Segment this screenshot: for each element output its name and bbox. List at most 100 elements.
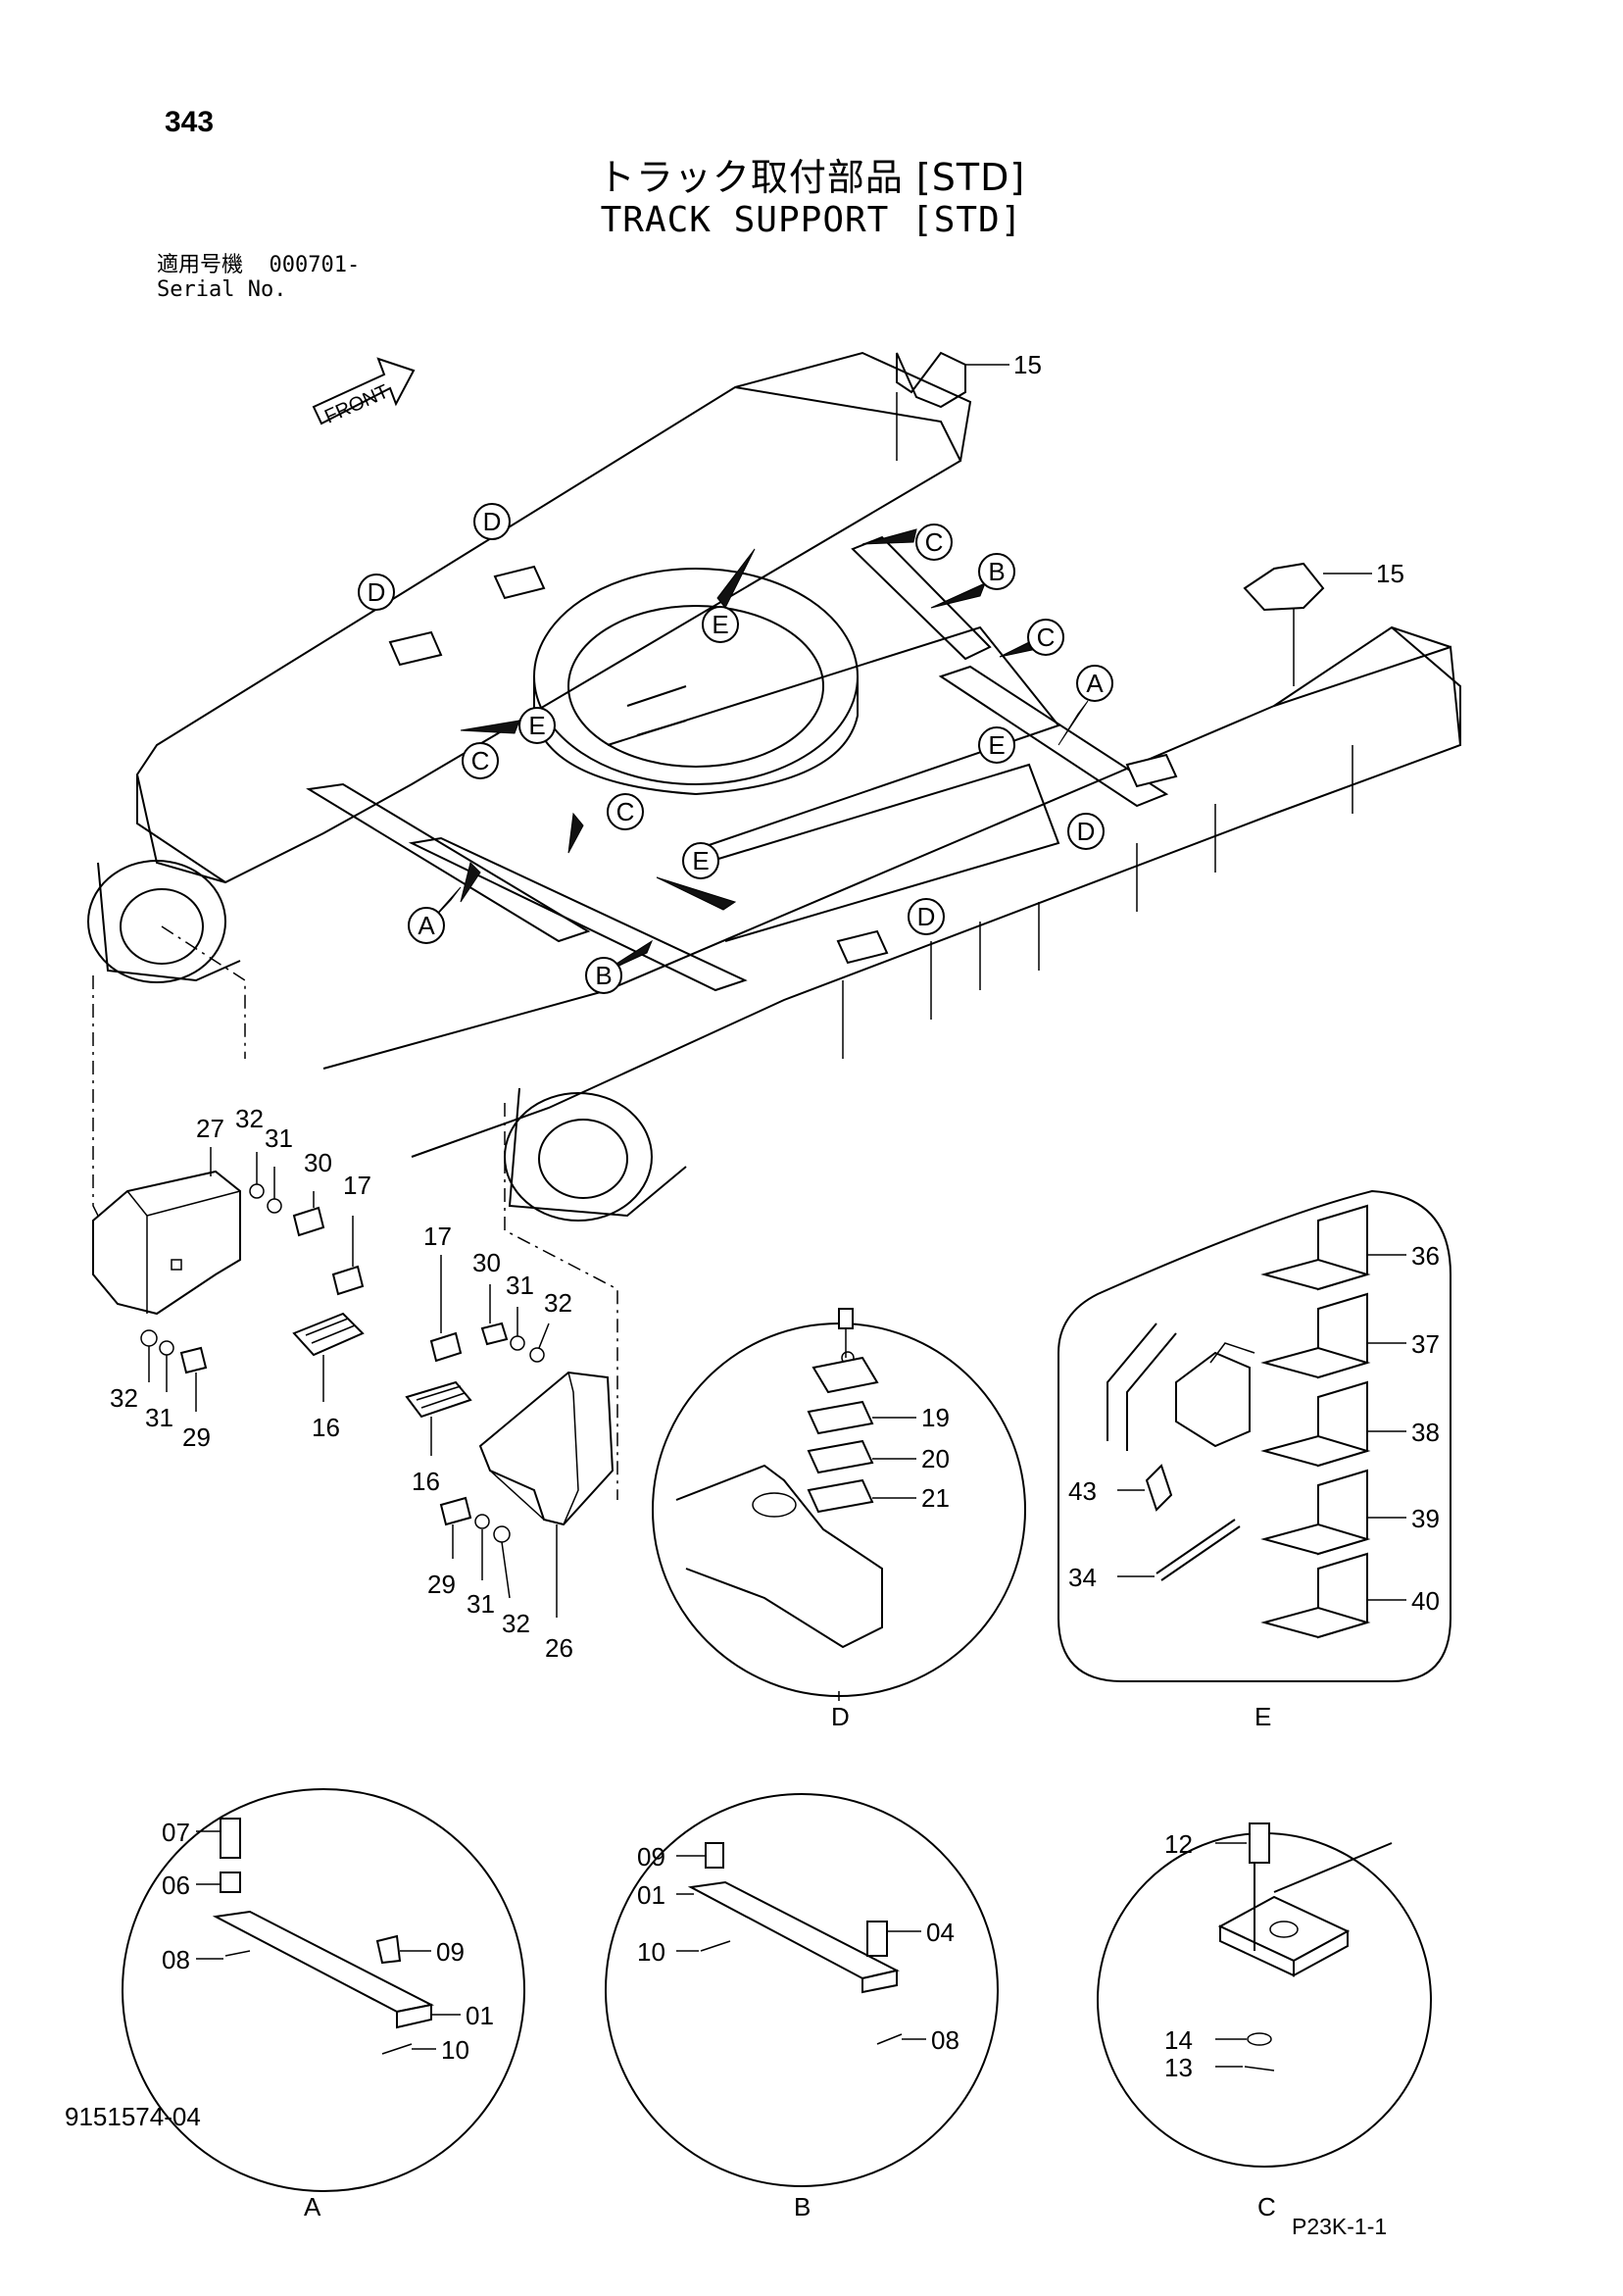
svg-text:D: D [368,577,386,607]
document-number: 9151574-04 [65,2102,201,2131]
serial-label-en: Serial No. [157,277,287,302]
callout-37: 37 [1411,1329,1440,1359]
callout-c14: 14 [1164,2025,1193,2055]
callout-16a: 16 [312,1413,340,1442]
detail-A: 07 06 01 08 09 10 A [122,1788,525,2221]
callout-43: 43 [1068,1476,1097,1506]
callout-a06: 06 [162,1871,190,1900]
svg-text:E: E [692,846,709,875]
detail-D: 19 20 21 D [652,1308,1026,1731]
svg-text:D: D [1077,817,1096,846]
shim-37 [1260,1292,1371,1379]
callout-17b: 17 [423,1222,452,1251]
callout-b08: 08 [931,2025,959,2055]
bubble-E-4: E [682,842,719,879]
callout-b01: 01 [637,1880,665,1910]
callout-31d: 31 [467,1589,495,1619]
title-japanese: トラック取付部品 [STD] [597,156,1026,199]
callout-36: 36 [1411,1241,1440,1271]
callout-31c: 31 [506,1271,534,1300]
detail-label-E: E [1254,1702,1271,1731]
callout-29a: 29 [182,1423,211,1452]
detail-C: 12 14 13 C [1097,1822,1432,2221]
bubble-C-4: C [607,793,644,830]
detail-label-A: A [304,2192,321,2221]
callout-30b: 30 [472,1248,501,1277]
callout-a08: 08 [162,1945,190,1974]
svg-text:E: E [528,711,545,740]
callout-38: 38 [1411,1418,1440,1447]
bubble-E-3: E [978,726,1015,764]
bubble-E-2: E [518,707,556,744]
callout-a01: 01 [466,2001,494,2030]
svg-text:E: E [988,730,1005,760]
guide-bars [306,535,1169,992]
callout-40: 40 [1411,1586,1440,1616]
track-guard-right: 26 17 30 31 32 16 29 31 32 [405,1222,615,1663]
part-15-right: 15 [1243,559,1404,686]
detail-label-D: D [831,1702,850,1731]
reference-bubbles: D D C B E C A E E C C D E A D B [358,503,1113,994]
callout-32c: 32 [544,1288,572,1318]
callout-a07: 07 [162,1818,190,1847]
callout-39: 39 [1411,1504,1440,1533]
bubble-C-3: C [462,742,499,779]
callout-b04: 04 [926,1918,955,1947]
callout-19: 19 [921,1403,950,1432]
detail-label-C: C [1257,2192,1276,2221]
callout-a10: 10 [441,2035,469,2065]
bubble-B-1: B [978,553,1015,590]
callout-16b: 16 [412,1467,440,1496]
detail-B: 09 01 10 04 08 B [605,1793,999,2221]
serial-line-jp: 適用号機 000701- [157,253,360,277]
bubble-B-2: B [585,957,622,994]
shim-40 [1260,1552,1371,1639]
callout-30a: 30 [304,1148,332,1177]
svg-text:B: B [595,961,612,990]
callout-31b: 31 [145,1403,173,1432]
callout-b10: 10 [637,1937,665,1967]
callout-26: 26 [545,1633,573,1663]
figure-code: P23K-1-1 [1292,2214,1388,2239]
shim-38 [1260,1380,1371,1468]
bubble-E-1: E [702,606,739,643]
leader-dashlines [92,925,618,1500]
callout-31a: 31 [265,1123,293,1153]
callout-20: 20 [921,1444,950,1473]
svg-text:C: C [471,746,490,775]
bubble-A-1: A [1076,665,1113,702]
svg-text:D: D [483,507,502,536]
stopper-blocks [388,565,1178,965]
bubble-C-1: C [915,524,953,561]
detail-label-B: B [794,2192,811,2221]
part-15-top: 15 [896,350,1042,461]
svg-text:C: C [1037,623,1056,652]
callout-21: 21 [921,1483,950,1513]
callout-34: 34 [1068,1563,1097,1592]
callout-b09: 09 [637,1842,665,1872]
bubble-D-2: D [358,574,395,611]
callout-a09: 09 [436,1937,465,1967]
shim-36 [1260,1204,1371,1291]
callout-17a: 17 [343,1171,371,1200]
callout-c12: 12 [1164,1829,1193,1859]
front-arrow: FRONT [312,357,416,428]
serial-label-jp: 適用号機 [157,253,244,277]
callout-c13: 13 [1164,2053,1193,2082]
svg-text:A: A [418,911,435,940]
callout-29b: 29 [427,1570,456,1599]
track-guard-left: 27 32 31 30 17 16 32 31 29 [92,1104,371,1452]
serial-block: 適用号機 000701- Serial No. [157,253,360,302]
svg-text:B: B [988,557,1005,586]
bubble-D-3: D [1067,813,1105,850]
bubble-A-2: A [408,907,445,944]
svg-text:E: E [712,610,728,639]
svg-text:A: A [1086,669,1104,698]
page-number: 343 [165,106,215,138]
bubble-C-2: C [1027,619,1064,656]
callout-15-top: 15 [1013,350,1042,379]
detail-E: 43 34 36 37 38 39 [1057,1189,1451,1731]
bubble-D-1: D [473,503,511,540]
callout-27: 27 [196,1114,224,1143]
